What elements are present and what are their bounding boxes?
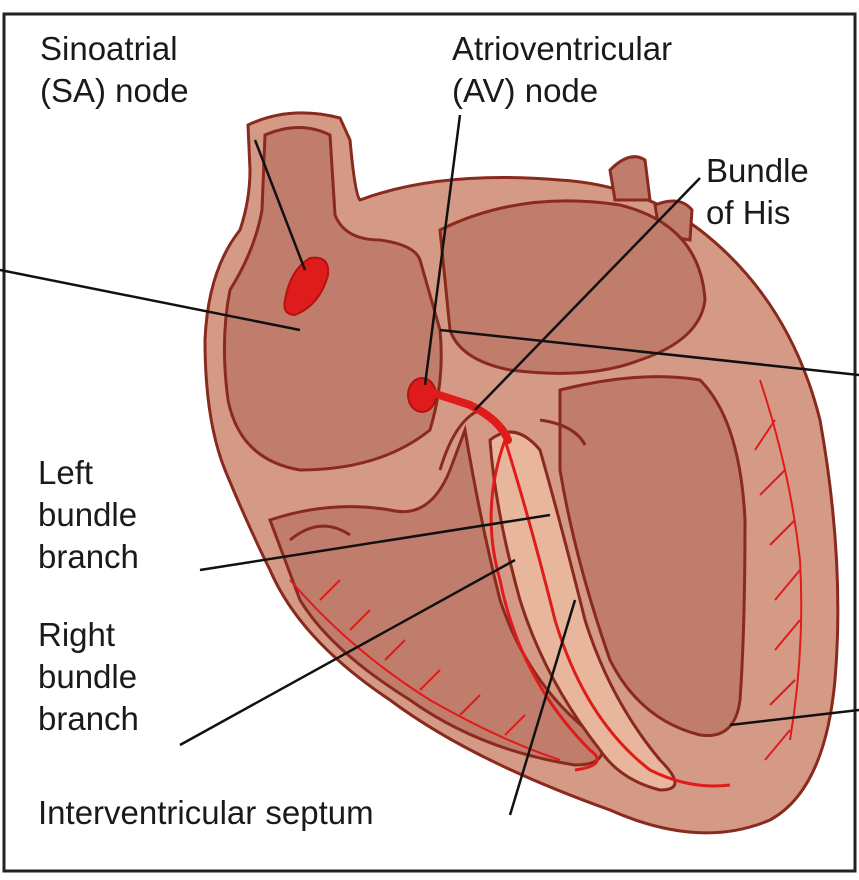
label-right-bundle-branch: Right bundle branch	[38, 614, 139, 740]
label-sa-node: Sinoatrial (SA) node	[40, 28, 189, 112]
label-left-bundle-line3: branch	[38, 536, 139, 578]
label-sa-node-line1: Sinoatrial	[40, 28, 189, 70]
label-left-bundle-line2: bundle	[38, 494, 139, 536]
label-sa-node-line2: (SA) node	[40, 70, 189, 112]
vessel-stub-1	[610, 157, 650, 200]
label-bundle-his: Bundle of His	[706, 150, 809, 234]
label-av-node-line2: (AV) node	[452, 70, 672, 112]
label-left-bundle-line1: Left	[38, 452, 139, 494]
label-av-node-line1: Atrioventricular	[452, 28, 672, 70]
label-left-bundle-branch: Left bundle branch	[38, 452, 139, 578]
label-septum-text: Interventricular septum	[38, 792, 374, 834]
label-bundle-his-line2: of His	[706, 192, 809, 234]
label-right-bundle-line2: bundle	[38, 656, 139, 698]
left-atrium	[440, 201, 705, 373]
label-right-bundle-line3: branch	[38, 698, 139, 740]
label-interventricular-septum: Interventricular septum	[38, 792, 374, 834]
label-bundle-his-line1: Bundle	[706, 150, 809, 192]
label-right-bundle-line1: Right	[38, 614, 139, 656]
label-av-node: Atrioventricular (AV) node	[452, 28, 672, 112]
